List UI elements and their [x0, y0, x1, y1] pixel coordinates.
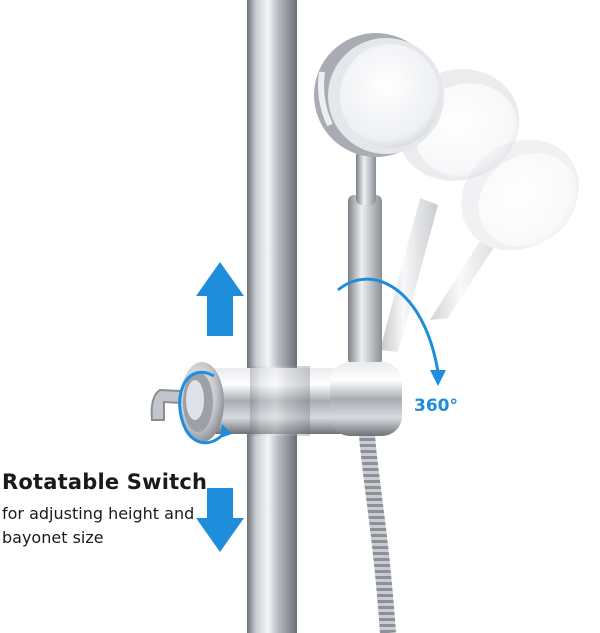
arrow-up-icon [196, 262, 244, 336]
slide-bar [247, 0, 297, 633]
caption-body: for adjusting height and bayonet size [2, 504, 195, 547]
rotation-arc-icon [337, 277, 446, 386]
slider-clamp [196, 362, 402, 436]
arrow-down-icon [196, 488, 244, 552]
metal-hose [358, 417, 396, 633]
rotatable-switch-knob [180, 362, 224, 442]
rotation-label: 360° [414, 396, 458, 416]
knob-rotation-icon [178, 370, 228, 445]
shower-head [314, 33, 444, 365]
caption-title: Rotatable Switch [2, 470, 208, 494]
